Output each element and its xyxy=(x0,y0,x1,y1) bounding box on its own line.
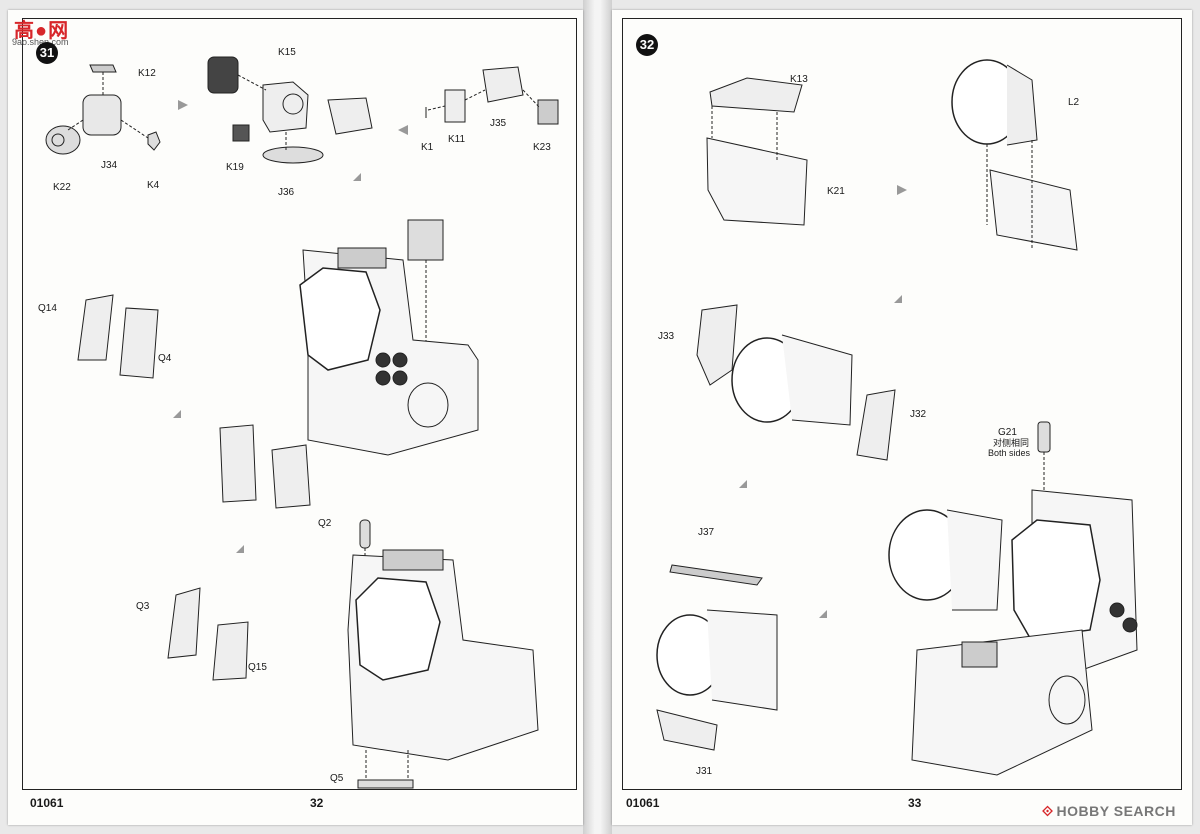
left-page-frame xyxy=(22,18,577,790)
site-logo-watermark: 高●网 xyxy=(14,20,70,42)
label-l2: L2 xyxy=(1068,97,1080,108)
label-j31: J31 xyxy=(696,766,713,777)
hobby-search-logo-icon: ⟐ xyxy=(1042,803,1054,819)
left-page-assembly-drawings xyxy=(45,56,559,789)
turret-assembly-final xyxy=(888,489,1138,776)
j37-j31-assembly xyxy=(656,564,778,751)
k15-assembly xyxy=(207,56,373,164)
right-page-frame xyxy=(622,18,1182,790)
page-number: 33 xyxy=(908,796,922,810)
l2-assembly xyxy=(951,59,1078,251)
catalog-number: 01061 xyxy=(30,796,64,810)
label-k12: K12 xyxy=(138,68,156,79)
label-g21-cn: 对侧相同 xyxy=(993,438,1030,448)
g21-part xyxy=(1037,421,1051,750)
label-k4: K4 xyxy=(147,180,160,191)
label-j36: J36 xyxy=(278,187,295,198)
label-q14: Q14 xyxy=(38,303,57,314)
label-q5: Q5 xyxy=(330,773,344,784)
right-page-assembly-drawings xyxy=(656,59,1138,776)
k12-j34-assembly xyxy=(45,64,161,155)
label-k13: K13 xyxy=(790,74,808,85)
label-k1: K1 xyxy=(421,142,434,153)
j33-j32-assembly xyxy=(696,304,896,461)
label-q15: Q15 xyxy=(248,662,267,673)
hobby-search-text: HOBBY SEARCH xyxy=(1056,803,1176,819)
label-k15: K15 xyxy=(278,47,296,58)
step-number-badge: 31 xyxy=(36,42,58,64)
label-q3: Q3 xyxy=(136,601,150,612)
label-k11: K11 xyxy=(448,134,466,145)
left-page: 高●网 9ao.shen.com 31 K12 K15 J34 K22 K4 K… xyxy=(8,10,583,825)
label-g21: G21 xyxy=(998,427,1017,438)
label-k23: K23 xyxy=(533,142,551,153)
label-k21: K21 xyxy=(827,186,845,197)
label-j32: J32 xyxy=(910,409,927,420)
label-j34: J34 xyxy=(101,160,118,171)
turret-assembly-lower xyxy=(347,519,539,789)
site-logo-subtext: 9ao.shen.com xyxy=(12,37,69,47)
catalog-number: 01061 xyxy=(626,796,660,810)
turret-assembly-upper xyxy=(219,219,479,509)
label-g21-both-sides: Both sides xyxy=(988,448,1031,458)
step-arrows xyxy=(739,185,907,618)
label-j33: J33 xyxy=(658,331,675,342)
step-number-badge: 32 xyxy=(636,34,658,56)
label-q2: Q2 xyxy=(318,518,332,529)
step-arrows xyxy=(173,100,408,553)
right-page: 32 K13 L2 K21 J33 J32 G21 对侧相同 Both side… xyxy=(612,10,1192,825)
label-k19: K19 xyxy=(226,162,244,173)
page-gutter xyxy=(583,0,612,834)
label-j35: J35 xyxy=(490,118,507,129)
label-k22: K22 xyxy=(53,182,71,193)
page-number: 32 xyxy=(310,796,324,810)
q14-q4-assembly xyxy=(77,294,159,379)
q3-q15-assembly xyxy=(167,587,249,681)
label-j37: J37 xyxy=(698,527,715,538)
label-q4: Q4 xyxy=(158,353,172,364)
k11-j35-assembly xyxy=(425,66,559,125)
hobby-search-watermark: ⟐HOBBY SEARCH xyxy=(1042,803,1176,820)
k13-k21-assembly xyxy=(706,77,808,226)
